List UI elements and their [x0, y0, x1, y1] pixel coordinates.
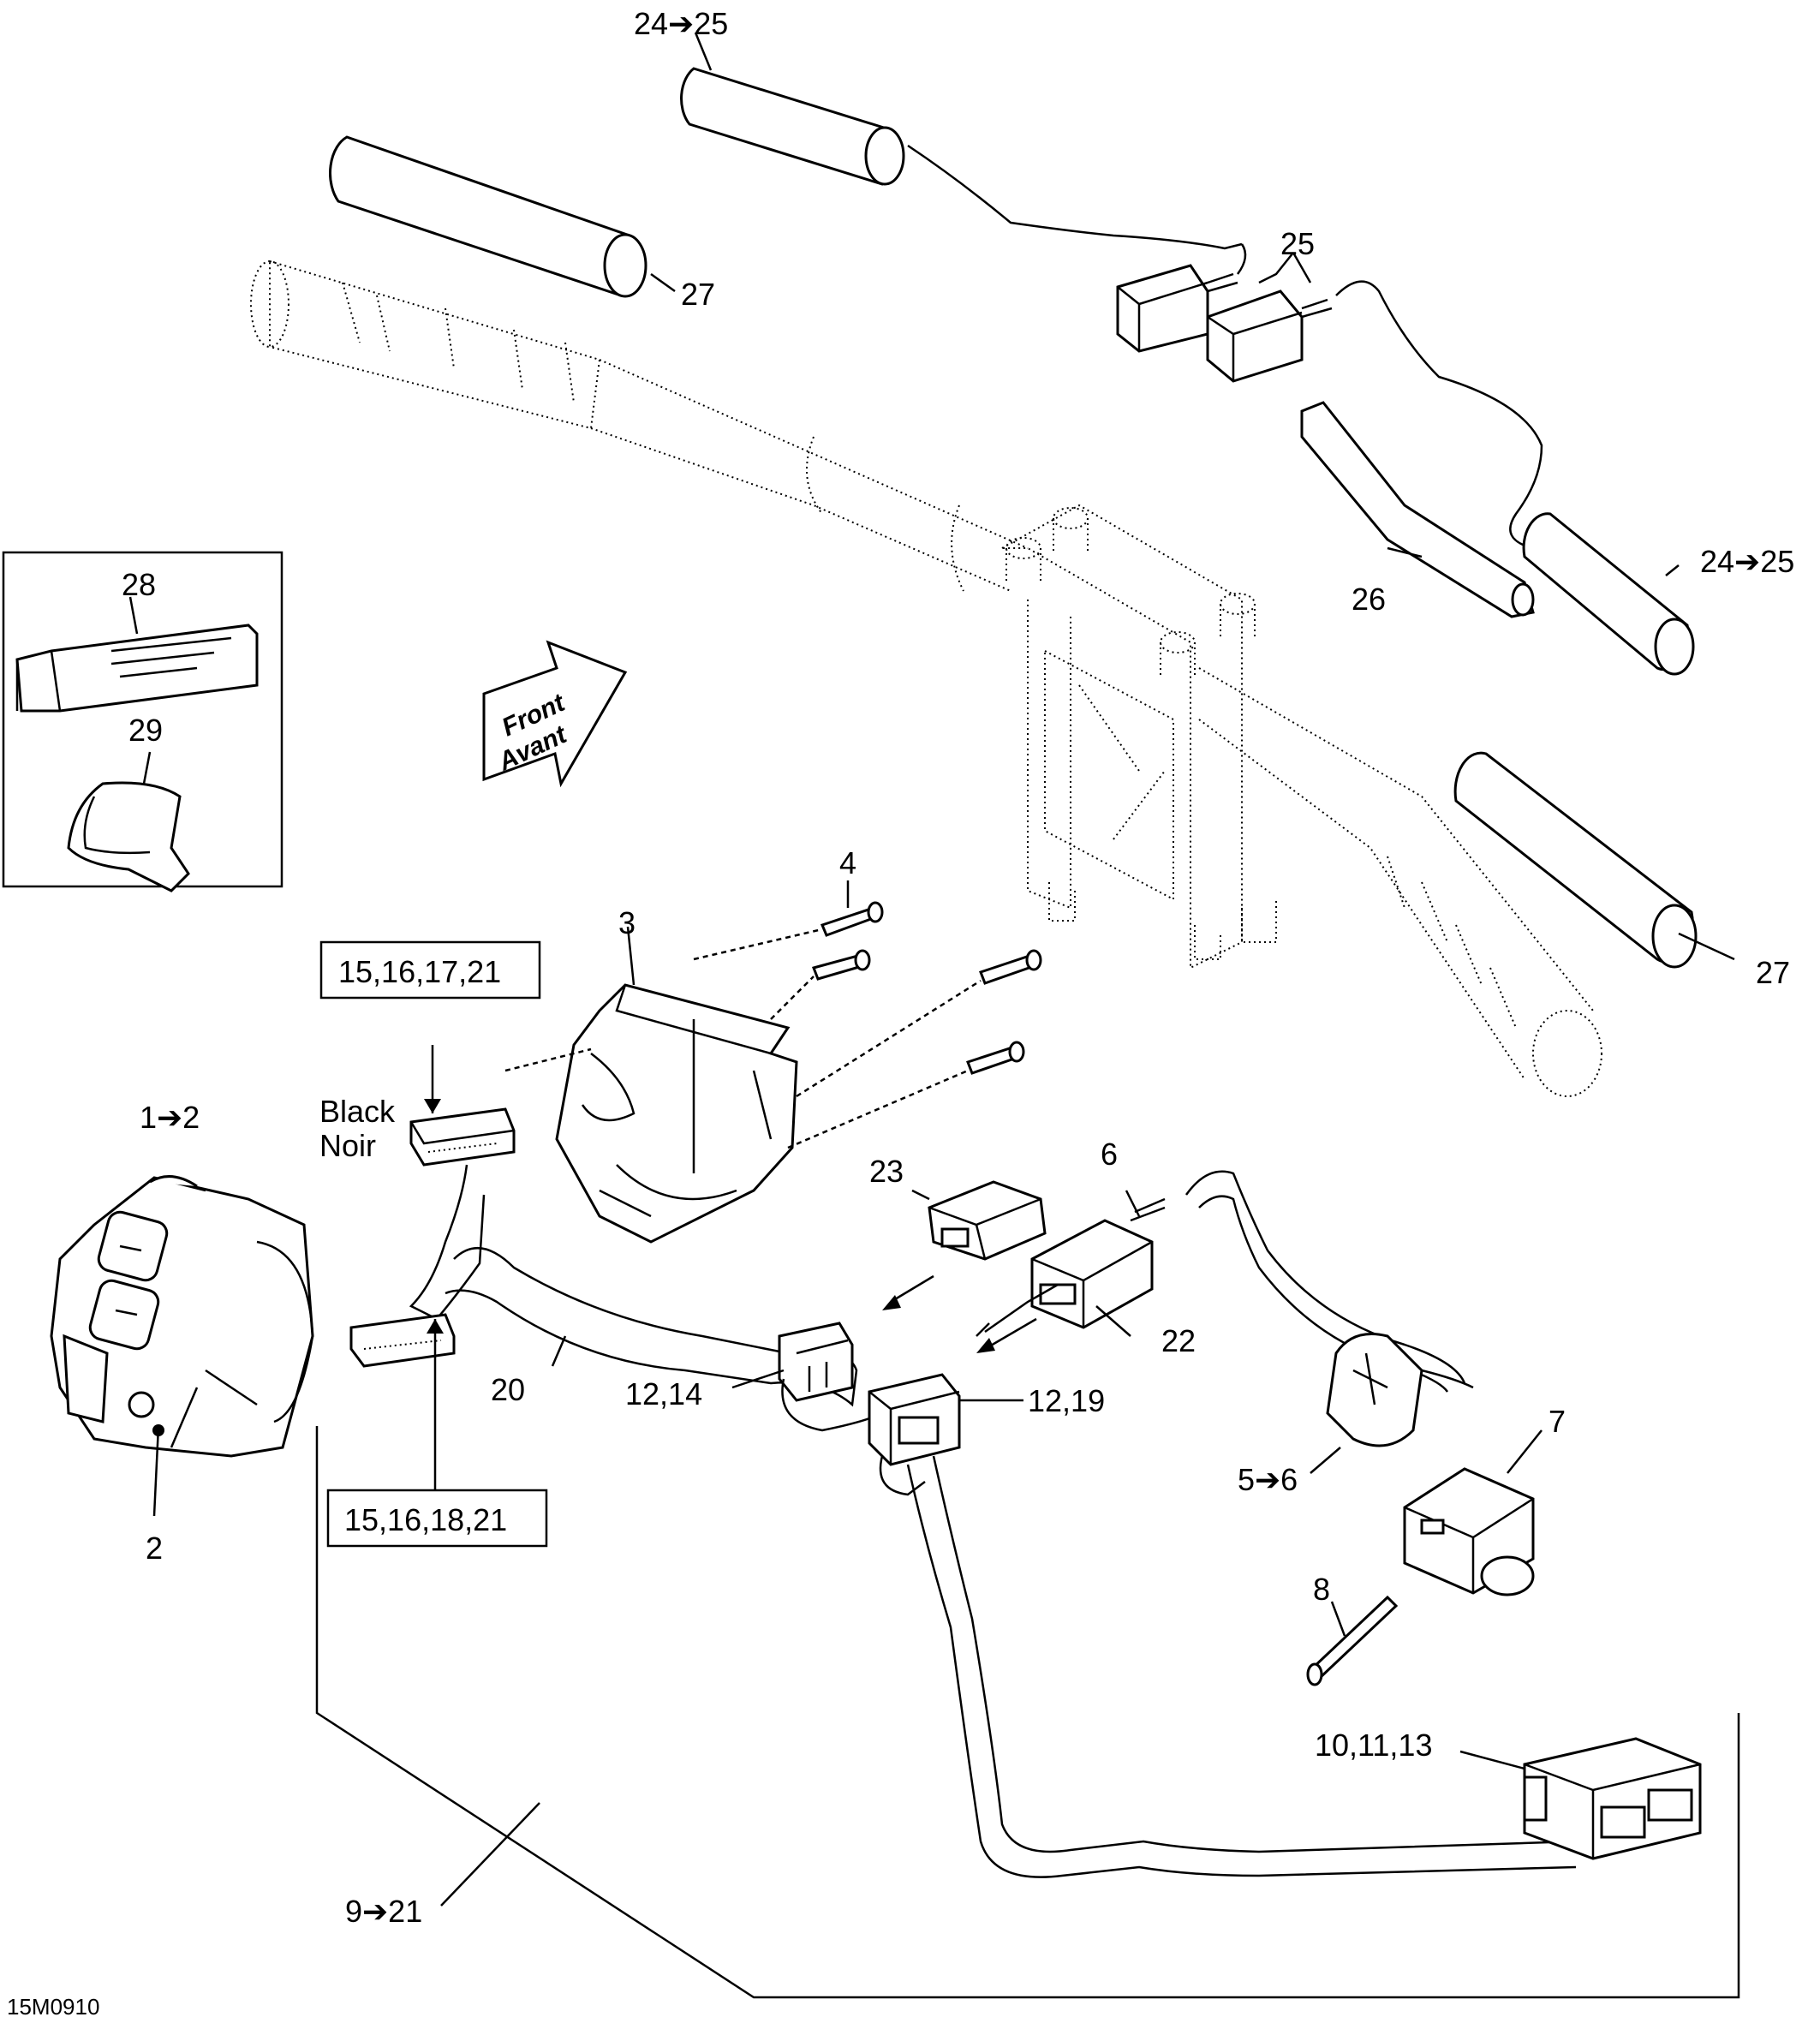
label-20: 20 — [491, 1372, 525, 1407]
label-4: 4 — [839, 845, 856, 880]
label-27-top: 27 — [681, 277, 715, 312]
connector-22 — [1030, 1219, 1154, 1329]
label-box-lower — [326, 1489, 548, 1548]
part-7 — [1403, 1467, 1535, 1596]
connector-23 — [928, 1180, 1047, 1261]
label-23: 23 — [869, 1154, 904, 1189]
grip-27-top — [329, 135, 647, 298]
label-3: 3 — [618, 905, 636, 940]
label-noir: Noir — [319, 1128, 376, 1163]
leaders — [128, 32, 1735, 1907]
label-22: 22 — [1161, 1323, 1196, 1358]
label-7: 7 — [1548, 1404, 1566, 1439]
inset-panel — [2, 551, 283, 892]
label-24-25-top: 24➔25 — [634, 6, 728, 41]
label-15-16-18-21: 15,16,18,21 — [344, 1502, 507, 1537]
label-box-upper — [319, 940, 541, 1000]
pin-8 — [1306, 1595, 1399, 1686]
label-black: Black — [319, 1094, 396, 1129]
label-2: 2 — [146, 1531, 163, 1566]
label-24-25-right: 24➔25 — [1700, 544, 1794, 579]
connector-10-11-13 — [1523, 1737, 1702, 1860]
switch-5-6 — [1326, 1333, 1474, 1447]
grip-heated-right — [1522, 512, 1695, 676]
label-28: 28 — [122, 567, 156, 602]
connectors-25 — [1116, 243, 1543, 550]
label-10-11-13: 10,11,13 — [1315, 1728, 1432, 1763]
connector-12-19 — [868, 1373, 961, 1496]
label-12-14: 12,14 — [625, 1376, 702, 1411]
switch-housing — [50, 1175, 314, 1458]
label-29: 29 — [128, 713, 163, 748]
label-26: 26 — [1352, 582, 1386, 617]
handlebar — [250, 260, 1602, 1097]
label-5-6: 5➔6 — [1238, 1462, 1298, 1497]
label-9-21: 9➔21 — [345, 1894, 422, 1929]
connector-12-14 — [778, 1322, 883, 1432]
connector-black — [409, 1107, 516, 1167]
direction-arrow: Front Avant — [482, 640, 628, 788]
label-8: 8 — [1313, 1572, 1330, 1607]
label-27-right: 27 — [1756, 955, 1790, 990]
grip-27-right — [1453, 751, 1698, 969]
label-6: 6 — [1101, 1137, 1118, 1172]
wire-6 — [1130, 1170, 1466, 1393]
label-15-16-17-21: 15,16,17,21 — [338, 954, 501, 989]
bracket-9-21 — [315, 1426, 1740, 1999]
callout-labels: 24➔25 27 25 24➔25 26 27 28 29 4 3 15,16,… — [7, 6, 1794, 2020]
grip-heated-top — [680, 67, 1243, 250]
screws-4 — [504, 901, 1042, 1149]
label-25: 25 — [1280, 226, 1315, 261]
label-1-2: 1➔2 — [140, 1100, 200, 1135]
harness-20 — [349, 1164, 858, 1407]
harness-main — [906, 1455, 1577, 1878]
heater-element-26 — [1300, 401, 1535, 618]
label-12-19: 12,19 — [1028, 1383, 1105, 1418]
figure-id: 15M0910 — [7, 1994, 99, 2020]
housing-3 — [555, 983, 798, 1244]
